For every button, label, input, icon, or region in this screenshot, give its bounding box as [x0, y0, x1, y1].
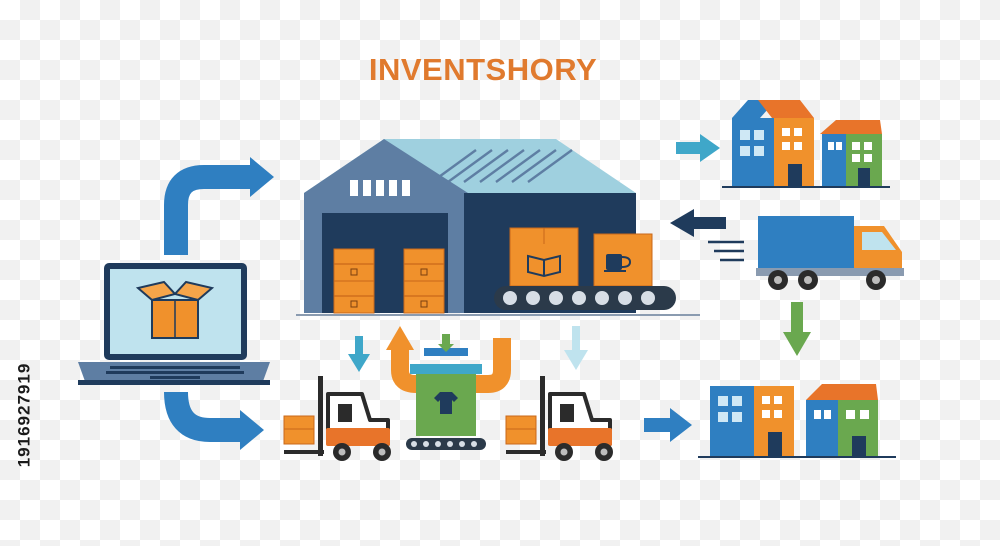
forklift-right-icon	[506, 376, 613, 461]
delivery-truck-icon	[756, 216, 904, 290]
arrow-to-bottom-stores	[644, 408, 692, 442]
store-buildings-top	[722, 100, 890, 187]
store-buildings-bottom	[698, 384, 896, 457]
laptop-icon	[78, 263, 270, 385]
arrow-down-right	[564, 326, 588, 370]
lower-curved-arrow	[176, 392, 264, 450]
arrow-to-stores	[676, 134, 720, 162]
packing-station-icon	[406, 334, 486, 450]
arrow-from-truck	[670, 209, 744, 260]
arrow-down-left	[348, 336, 370, 372]
upper-curved-arrow	[176, 157, 274, 255]
arrow-truck-to-stores	[783, 302, 811, 356]
forklift-left-icon	[284, 376, 391, 461]
